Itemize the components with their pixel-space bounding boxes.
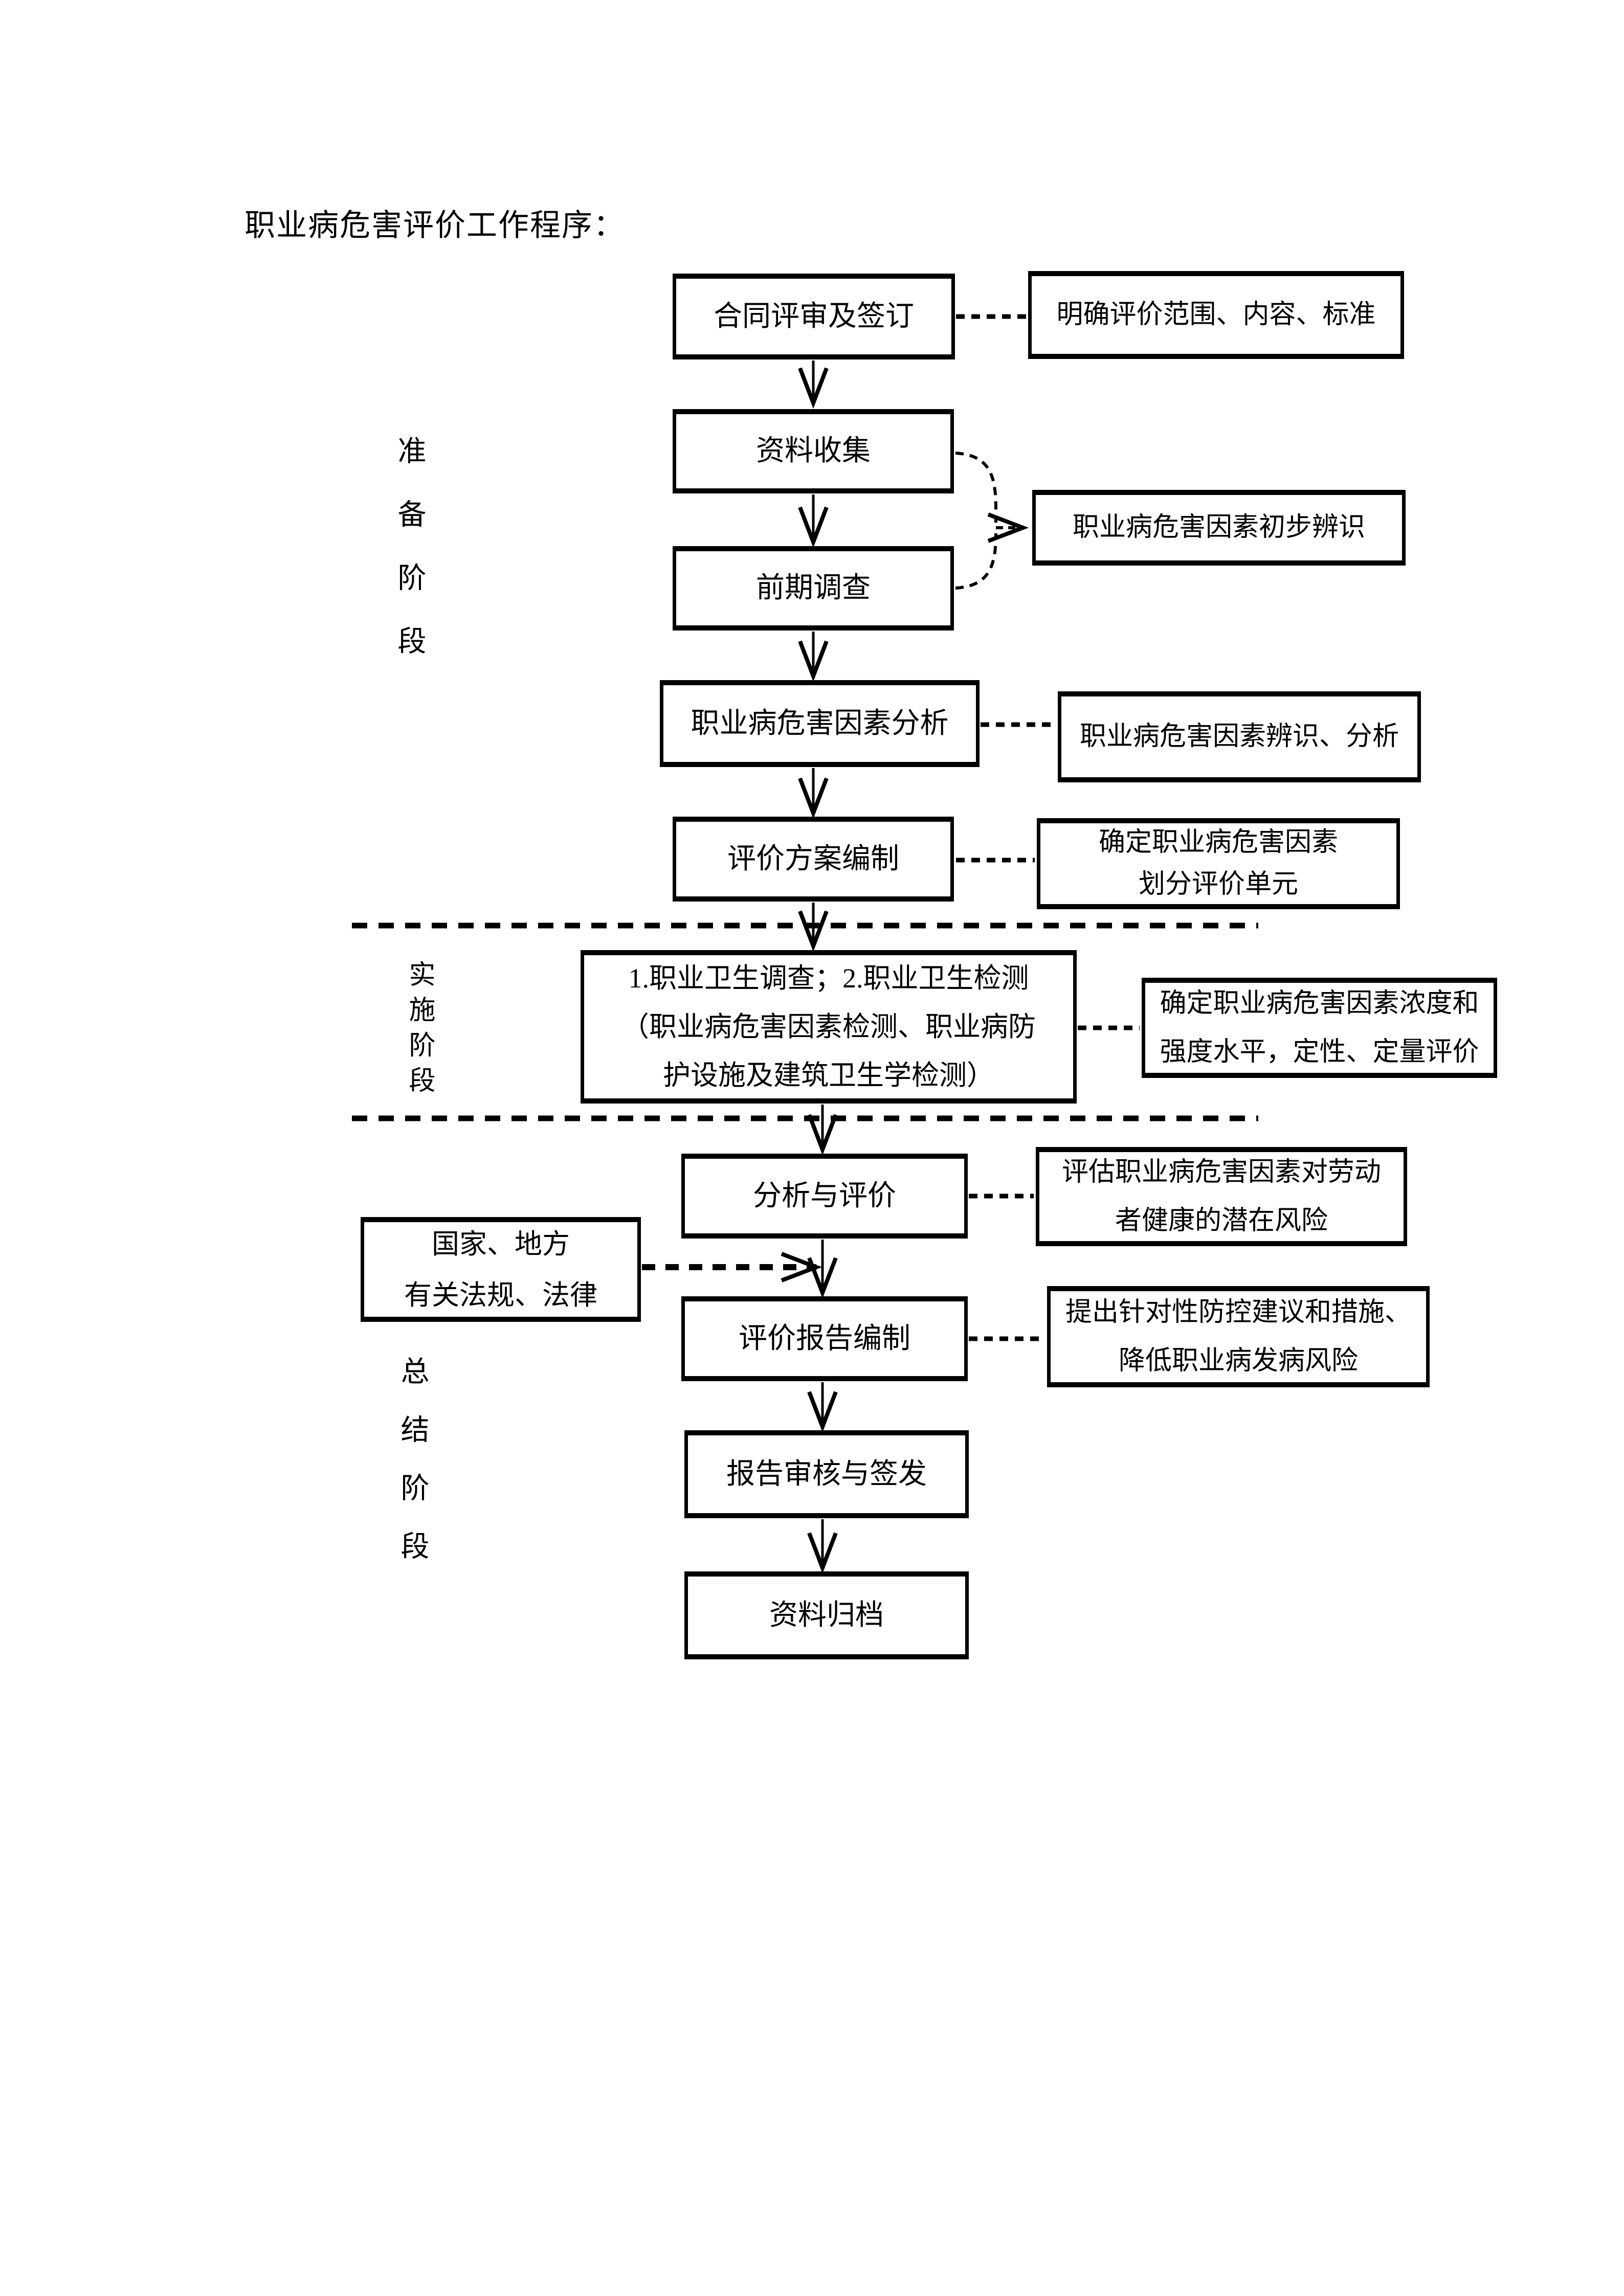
page-title: 职业病危害评价工作程序： <box>244 209 625 242</box>
annotation-label-line2: 降低职业病发病风险 <box>1118 1346 1358 1376</box>
flow-step-report-review: 报告审核与签发 <box>684 1430 969 1518</box>
annotation-box-risk-assessment: 评估职业病危害因素对劳动 者健康的潜在风险 <box>1036 1147 1407 1246</box>
flow-step-hazard-factor-analysis: 职业病危害因素分析 <box>660 680 980 767</box>
flow-step-implementation: 1.职业卫生调查；2.职业卫生检测 （职业病危害因素检测、职业病防 护设施及建筑… <box>581 950 1077 1104</box>
flow-step-plan-preparation: 评价方案编制 <box>673 817 954 902</box>
flow-step-label-line3: 护设施及建筑卫生学检测） <box>663 1060 994 1091</box>
flow-step-label: 资料收集 <box>756 435 871 467</box>
flow-step-archiving: 资料归档 <box>684 1571 969 1659</box>
flow-step-label: 职业病危害因素分析 <box>691 707 949 739</box>
flow-step-label: 合同评审及签订 <box>714 300 914 332</box>
stage-label-preparation: 准备阶段 <box>393 436 425 689</box>
stage-label-summary: 总结阶段 <box>396 1356 428 1589</box>
annotation-label-line2: 者健康的潜在风险 <box>1115 1206 1328 1235</box>
flow-step-data-collection: 资料收集 <box>673 409 954 493</box>
flow-step-label: 前期调查 <box>756 572 871 604</box>
flow-step-preliminary-survey: 前期调查 <box>673 546 954 631</box>
flow-step-label: 分析与评价 <box>753 1180 896 1212</box>
annotation-label-line2: 划分评价单元 <box>1138 870 1298 899</box>
annotation-label-line1: 确定职业病危害因素 <box>1098 828 1338 857</box>
annotation-label-line1: 评估职业病危害因素对劳动 <box>1061 1158 1381 1187</box>
annotation-box-concentration: 确定职业病危害因素浓度和 强度水平，定性、定量评价 <box>1142 978 1497 1078</box>
dashed-brace-collection-branch <box>955 452 997 523</box>
annotation-label: 职业病危害因素初步辨识 <box>1072 513 1365 543</box>
annotation-label-line2: 强度水平，定性、定量评价 <box>1160 1038 1479 1067</box>
dashed-brace-survey-branch <box>955 533 997 590</box>
annotation-box-initial-identification: 职业病危害因素初步辨识 <box>1032 490 1406 566</box>
annotation-label-line1: 确定职业病危害因素浓度和 <box>1160 989 1479 1018</box>
annotation-label: 明确评价范围、内容、标准 <box>1056 300 1376 330</box>
input-box-laws-regulations: 国家、地方 有关法规、法律 <box>361 1217 641 1322</box>
laws-label-line1: 国家、地方 <box>432 1228 570 1259</box>
flow-step-label: 资料归档 <box>769 1599 884 1631</box>
flow-step-label-line2: （职业病危害因素检测、职业病防 <box>621 1011 1036 1042</box>
annotation-box-control-measures: 提出针对性防控建议和措施、 降低职业病发病风险 <box>1047 1286 1430 1387</box>
flow-step-contract-review: 合同评审及签订 <box>673 274 955 359</box>
flow-step-report-preparation: 评价报告编制 <box>681 1296 968 1381</box>
annotation-label-line1: 提出针对性防控建议和措施、 <box>1065 1298 1411 1327</box>
flow-step-label-line1: 1.职业卫生调查；2.职业卫生检测 <box>628 962 1029 994</box>
stage-label-implementation: 实施阶段 <box>405 960 434 1101</box>
laws-label-line2: 有关法规、法律 <box>404 1279 597 1311</box>
annotation-box-scope: 明确评价范围、内容、标准 <box>1028 271 1404 359</box>
annotation-label: 职业病危害因素辨识、分析 <box>1079 722 1399 752</box>
flow-step-analysis-evaluation: 分析与评价 <box>681 1154 968 1239</box>
annotation-box-determine-units: 确定职业病危害因素 划分评价单元 <box>1037 818 1400 909</box>
flow-step-label: 评价报告编制 <box>739 1322 910 1355</box>
annotation-box-identification-analysis: 职业病危害因素辨识、分析 <box>1058 691 1421 782</box>
flow-step-label: 报告审核与签发 <box>726 1458 927 1490</box>
flow-step-label: 评价方案编制 <box>727 843 899 875</box>
